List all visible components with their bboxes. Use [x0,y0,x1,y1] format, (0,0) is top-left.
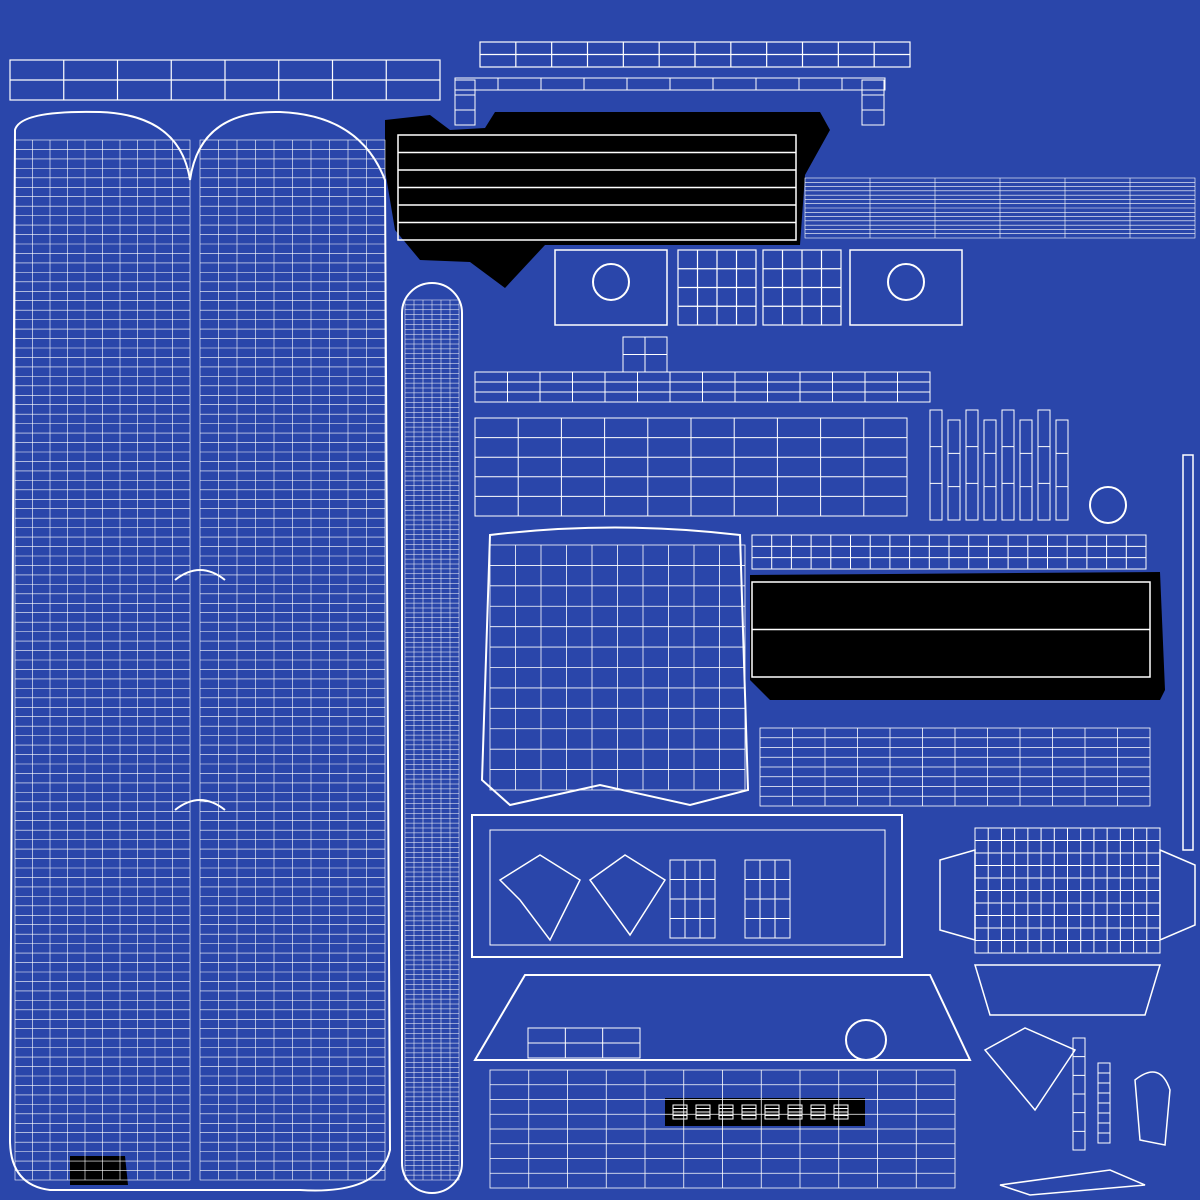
small-octagon [1089,486,1127,524]
vent-5 [787,1104,803,1120]
framed-wings [498,854,667,942]
vent-0 [672,1104,688,1120]
dash-lower-grid [489,1069,956,1189]
octagon-panel-0 [554,249,668,326]
framed-panel-inner [489,829,886,946]
right-block-sides [939,848,1196,942]
vent-3 [741,1104,757,1120]
tall-strip-grid [404,299,460,1181]
mid-wide-panel [474,417,908,517]
right-edge-strip [1182,454,1194,851]
top-center-bar [479,41,911,68]
lower-right-curved-parts [999,1071,1171,1196]
thin-strip-6 [1037,409,1051,521]
lower-right-strip [1072,1037,1086,1151]
rail-right-foot [861,79,885,126]
thin-strip-2 [965,409,979,521]
lower-right-wing [983,1027,1077,1112]
thin-strip-3 [983,419,997,521]
thin-strip-7 [1055,419,1069,521]
dash-panel [527,1027,641,1059]
lower-right-strip-b [1097,1062,1111,1144]
center-seat-grid [489,544,746,791]
octagon-hub-0 [592,263,630,301]
dash-octagon [845,1019,887,1061]
framed-panel [471,814,903,958]
dark-island-right [750,572,1165,700]
right-striped-panel [804,177,1196,239]
dark-right-panel-lines [751,581,1151,678]
shell-seam [174,569,226,811]
vent-1 [695,1104,711,1120]
framed-part-a [669,859,716,939]
tall-strip-outline [401,282,463,1194]
thin-strip-0 [929,409,943,521]
vent-4 [764,1104,780,1120]
shell-outline [8,110,392,1192]
vent-7 [833,1104,849,1120]
framed-part-b [744,859,791,939]
mid-bar [474,371,931,403]
shell-left-upper-grid [14,139,191,1181]
rail-left-foot [454,79,476,126]
dash-top-outline [473,974,972,1061]
top-left-bar [9,59,441,101]
octagon-panel-1 [849,249,963,326]
top-center-rail [454,77,886,91]
thin-strip-1 [947,419,961,521]
right-block-grid [974,827,1161,954]
dark-island-top [385,112,830,288]
thin-strip-4 [1001,409,1015,521]
center-panel-a [677,249,757,326]
right-block-base [973,964,1162,1016]
center-panel-b [762,249,842,326]
dark-panel-lines [397,134,797,241]
right-lower-panel [759,727,1151,807]
right-rail [751,534,1147,570]
octagon-hub-1 [887,263,925,301]
vent-6 [810,1104,826,1120]
center-seat-outline [480,526,750,807]
shell-right-upper-grid [199,139,386,1181]
vent-2 [718,1104,734,1120]
small-block [622,336,668,373]
thin-strip-5 [1019,419,1033,521]
